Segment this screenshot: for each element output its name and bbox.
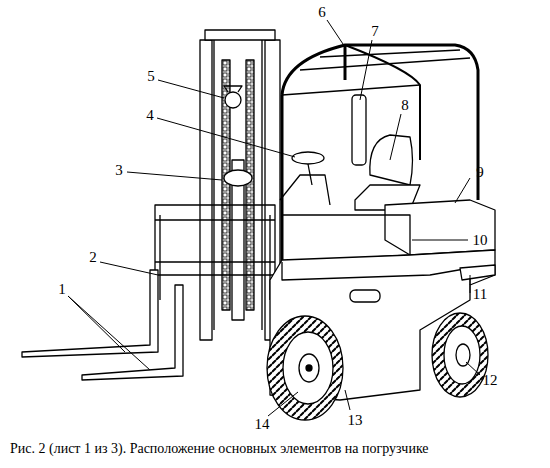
callout-number: 12 bbox=[483, 373, 498, 388]
callout-number: 10 bbox=[473, 233, 488, 248]
callout-number: 7 bbox=[371, 24, 379, 39]
callout-number: 13 bbox=[348, 413, 363, 428]
callout-number: 11 bbox=[473, 287, 487, 302]
callout-number: 2 bbox=[89, 250, 97, 265]
callout-number: 6 bbox=[318, 5, 326, 20]
callout-number: 3 bbox=[115, 163, 123, 178]
leader-lines bbox=[68, 20, 480, 416]
callout-number: 8 bbox=[401, 98, 409, 113]
forklift-drawing bbox=[22, 30, 495, 420]
figure-caption: Рис. 2 (лист 1 из 3). Расположение основ… bbox=[10, 441, 545, 456]
callout-number: 4 bbox=[146, 108, 154, 123]
callout-number: 5 bbox=[147, 69, 155, 84]
callout-number: 9 bbox=[476, 165, 484, 180]
callout-number: 1 bbox=[58, 282, 66, 297]
callout-number: 14 bbox=[255, 417, 270, 432]
